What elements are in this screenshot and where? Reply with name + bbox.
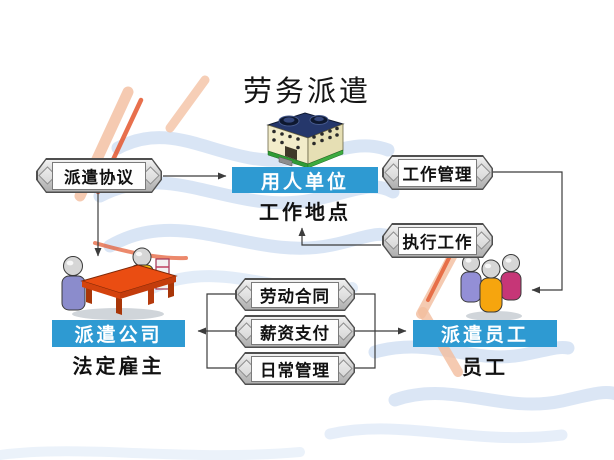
page-title: 劳务派遣: [242, 76, 371, 108]
people-group-icon: [460, 254, 522, 321]
node-employer-label: 用人单位: [232, 167, 378, 193]
connector-execute-work: 执行工作: [382, 223, 493, 258]
node-workers-subtitle: 员工: [462, 357, 508, 379]
connector-label: 劳动合同: [251, 281, 339, 308]
connector-label: 日常管理: [251, 355, 339, 382]
node-agency-subtitle: 法定雇主: [72, 356, 165, 378]
connector-daily-management: 日常管理: [235, 352, 355, 385]
node-agency-label: 派遣公司: [52, 320, 185, 347]
connector-salary-payment: 薪资支付: [235, 315, 355, 348]
connector-label: 执行工作: [398, 226, 477, 255]
meeting-table-icon: [61, 247, 178, 320]
building-icon: [266, 112, 345, 169]
connector-work-management: 工作管理: [382, 155, 493, 190]
connector-label: 工作管理: [398, 158, 477, 187]
node-employer-subtitle: 工作地点: [259, 202, 351, 224]
connector-label: 薪资支付: [251, 318, 339, 345]
connector-labor-contract: 劳动合同: [235, 278, 355, 311]
node-workers-label: 派遣员工: [413, 320, 557, 347]
connector-label: 派遣协议: [52, 161, 146, 190]
connector-dispatch-agreement: 派遣协议: [36, 158, 162, 193]
